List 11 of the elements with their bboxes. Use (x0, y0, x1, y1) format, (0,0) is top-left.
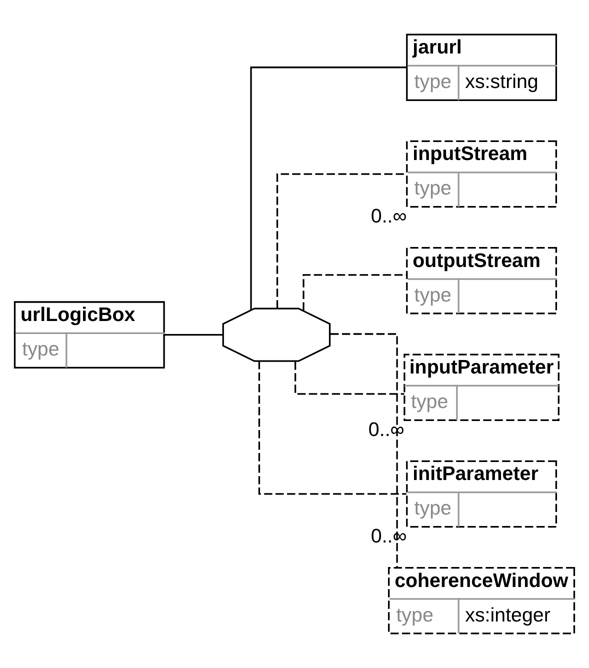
node-octagon (222, 308, 331, 362)
connector (276, 173, 407, 308)
connector (294, 362, 404, 395)
connector (258, 361, 406, 495)
connector (164, 334, 223, 336)
node-label: 0..∞ (370, 206, 407, 228)
connector (302, 274, 407, 310)
node-label: 0..∞ (370, 526, 407, 548)
node-label: 0..∞ (368, 418, 404, 441)
connector (250, 66, 407, 310)
connector (330, 333, 398, 568)
